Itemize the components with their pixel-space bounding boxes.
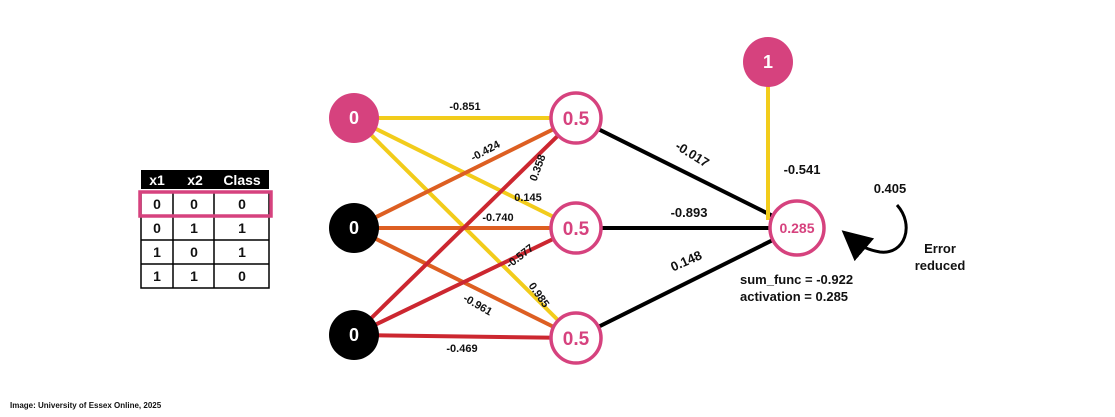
hidden-node xyxy=(549,311,603,365)
bias-node-value: 1 xyxy=(763,52,773,72)
table-cell: 1 xyxy=(190,220,198,236)
hidden-node xyxy=(549,201,603,255)
table-cell: 1 xyxy=(153,244,161,260)
table-header-x2: x2 xyxy=(187,172,203,188)
output-node-value: 0.285 xyxy=(779,220,814,236)
weight-label: -0.017 xyxy=(673,138,712,170)
error-value: 0.405 xyxy=(874,181,907,196)
table-cell: 1 xyxy=(190,268,198,284)
hidden-output-connection xyxy=(575,226,798,340)
weight-label: 0.145 xyxy=(514,192,542,204)
table-header-class: Class xyxy=(223,172,261,188)
error-label-line2: reduced xyxy=(915,258,966,273)
weight-label: -0.740 xyxy=(482,212,513,224)
input-node-value: 0 xyxy=(349,108,359,128)
hidden-output-connection xyxy=(575,116,798,230)
table-cell: 1 xyxy=(238,244,246,260)
weight-label: 0.358 xyxy=(528,153,549,183)
input-hidden-connection xyxy=(353,116,577,230)
table-cell: 0 xyxy=(238,196,246,212)
table-cell: 0 xyxy=(153,220,161,236)
hidden-node xyxy=(549,91,603,145)
input-node xyxy=(329,203,379,253)
output-node xyxy=(768,199,826,257)
input-node xyxy=(329,93,379,143)
table-header-x1: x1 xyxy=(149,172,165,188)
weight-label: -0.893 xyxy=(671,205,708,220)
table-cell: 0 xyxy=(153,196,161,212)
table-cell: 0 xyxy=(190,244,198,260)
image-caption: Image: University of Essex Online, 2025 xyxy=(10,401,162,410)
error-label-line1: Error xyxy=(924,241,956,256)
hidden-node-value: 0.5 xyxy=(563,329,590,350)
weight-label: -0.851 xyxy=(449,101,480,113)
sum-func-text: sum_func = -0.922 xyxy=(740,272,853,287)
bias-weight-label: -0.541 xyxy=(784,162,821,177)
bias-node xyxy=(743,37,793,87)
table-cell: 0 xyxy=(238,268,246,284)
input-node-value: 0 xyxy=(349,325,359,345)
highlighted-row-outline xyxy=(138,190,273,218)
weight-label: -0.577 xyxy=(504,242,536,271)
activation-text: activation = 0.285 xyxy=(740,289,848,304)
weight-label: -0.469 xyxy=(446,343,477,355)
weight-label: -0.424 xyxy=(469,138,503,164)
truth-table: x1 x2 Class 0 0 0 0 1 1 1 0 1 1 1 0 xyxy=(138,170,273,289)
input-hidden-connection xyxy=(352,116,578,337)
connections xyxy=(352,62,798,340)
table-cell: 0 xyxy=(190,196,198,212)
curved-arrow-icon xyxy=(841,203,908,262)
weight-label: 0.148 xyxy=(668,247,704,274)
input-hidden-connection xyxy=(353,333,577,340)
input-hidden-connection xyxy=(353,226,577,337)
hidden-node-value: 0.5 xyxy=(563,219,590,240)
hidden-node-value: 0.5 xyxy=(563,109,590,130)
input-node-value: 0 xyxy=(349,218,359,238)
nodes: 0 0 0 0.5 0.5 0.5 0.285 1 xyxy=(329,37,826,365)
table-cell: 1 xyxy=(153,268,161,284)
weight-label: 0.985 xyxy=(526,281,552,310)
input-node xyxy=(329,310,379,360)
table-cell: 1 xyxy=(238,220,246,236)
table-header-bg xyxy=(141,170,269,189)
